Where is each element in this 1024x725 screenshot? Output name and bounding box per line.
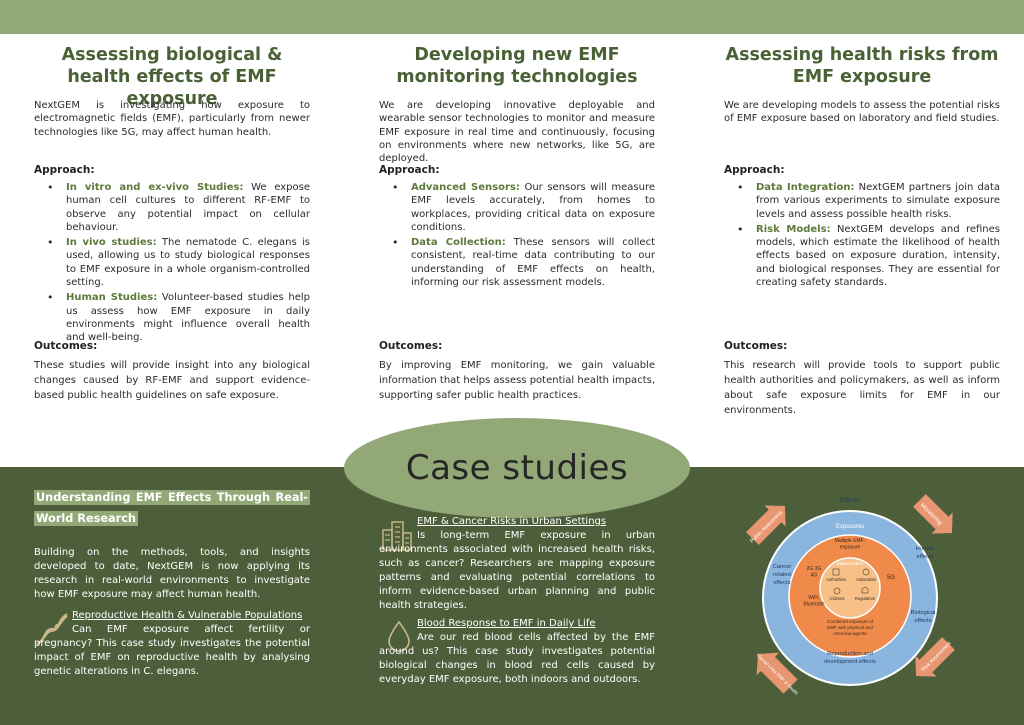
approach-list: •Advanced Sensors: Our sensors will meas… — [379, 181, 655, 291]
label-effects: Effects — [840, 497, 861, 504]
authorities-icon — [832, 568, 840, 576]
outcomes-text: This research will provide tools to supp… — [724, 360, 1000, 416]
case-text: Are our red blood cells affected by the … — [379, 632, 655, 685]
bullet-icon: • — [392, 181, 399, 194]
blood-drop-icon — [388, 620, 410, 652]
label-5g: 5G — [887, 575, 895, 581]
list-item: •In vivo studies: The nematode C. elegan… — [47, 236, 310, 289]
list-item: •Risk Models: NextGEM develops and refin… — [737, 222, 1000, 289]
list-item: •In vitro and ex-vivo Studies: We expose… — [47, 181, 310, 233]
label-wifi-bluetooth: WiFi,Bluetooth — [803, 595, 824, 608]
citizens-icon — [833, 587, 841, 595]
label-vulnerable: Vulnerable — [856, 577, 877, 582]
regulators-icon — [861, 586, 869, 594]
real-world-research-title: Understanding EMF Effects Through Real-W… — [34, 490, 310, 526]
bullet-icon: • — [47, 291, 54, 305]
emf-effects-diagram: Public Awareness Monitoring Causal Links… — [746, 494, 955, 696]
approach-list: •Data Integration: NextGEM partners join… — [724, 181, 1000, 291]
case-text: Is long-term EMF exposure in urban envir… — [379, 530, 655, 611]
column-intro: We are developing innovative deployable … — [379, 100, 655, 165]
top-band — [0, 0, 1024, 34]
column-intro: NextGEM is investigating how exposure to… — [34, 100, 310, 138]
column-title: Developing new EMF monitoring technologi… — [396, 45, 638, 87]
case-title: Blood Response to EMF in Daily Life — [417, 618, 596, 629]
column-health-risks: Assessing health risks from EMF exposure… — [724, 44, 1000, 416]
label-authorities: Authorities — [826, 577, 846, 582]
case-blood-response: Blood Response to EMF in Daily Life Are … — [379, 617, 655, 687]
label-exposures: Exposures — [836, 524, 864, 530]
outcomes-label: Outcomes: — [379, 340, 443, 352]
column-intro: We are developing models to assess the p… — [724, 100, 1000, 125]
list-item: •Data Collection: These sensors will col… — [392, 236, 655, 289]
outcomes-label: Outcomes: — [34, 340, 98, 352]
column-title: Assessing biological & health effects of… — [61, 45, 283, 109]
real-world-research-block: Understanding EMF Effects Through Real-W… — [34, 486, 310, 602]
real-world-research-intro: Building on the methods, tools, and insi… — [34, 547, 310, 600]
bullet-icon: • — [392, 236, 399, 250]
label-citizens: Citizens — [830, 596, 845, 601]
approach-label: Approach: — [379, 164, 440, 176]
list-item: •Data Integration: NextGEM partners join… — [737, 181, 1000, 220]
approach-list: •In vitro and ex-vivo Studies: We expose… — [34, 181, 310, 347]
vulnerable-icon — [862, 568, 870, 576]
approach-label: Approach: — [724, 164, 785, 176]
bullet-icon: • — [47, 181, 54, 194]
bullet-icon: • — [737, 222, 744, 236]
outcomes-label: Outcomes: — [724, 340, 788, 352]
case-reproductive-health: Reproductive Health & Vulnerable Populat… — [34, 609, 310, 679]
column-biological-effects: Assessing biological & health effects of… — [34, 44, 310, 401]
label-regulators: Regulators — [855, 596, 875, 601]
bullet-icon: • — [737, 181, 744, 194]
outcomes-text: These studies will provide insight into … — [34, 360, 310, 401]
city-buildings-icon — [382, 521, 412, 551]
label-multiple-emf: Multiple EMF-exposure — [835, 538, 866, 551]
column-title: Assessing health risks from EMF exposure — [725, 45, 999, 87]
case-text: Can EMF exposure affect fertility or pre… — [34, 624, 310, 677]
approach-label: Approach: — [34, 164, 95, 176]
list-item: •Human Studies: Volunteer-based studies … — [47, 291, 310, 344]
case-cancer-risks: EMF & Cancer Risks in Urban Settings Is … — [379, 515, 655, 613]
case-title: EMF & Cancer Risks in Urban Settings — [417, 516, 607, 527]
outcomes-text: By improving EMF monitoring, we gain val… — [379, 360, 655, 401]
stakeholders-circle — [819, 557, 881, 619]
list-item: •Advanced Sensors: Our sensors will meas… — [392, 181, 655, 233]
label-stakeholders: Stakeholders — [837, 561, 865, 566]
bullet-icon: • — [47, 236, 54, 250]
case-studies-heading-oval: Case studies — [344, 418, 690, 518]
column-monitoring-technologies: Developing new EMF monitoring technologi… — [379, 44, 655, 401]
case-title: Reproductive Health & Vulnerable Populat… — [72, 610, 303, 621]
case-studies-heading: Case studies — [405, 448, 629, 488]
arrow-monitoring: Monitoring — [913, 494, 953, 534]
dna-icon — [36, 613, 68, 645]
